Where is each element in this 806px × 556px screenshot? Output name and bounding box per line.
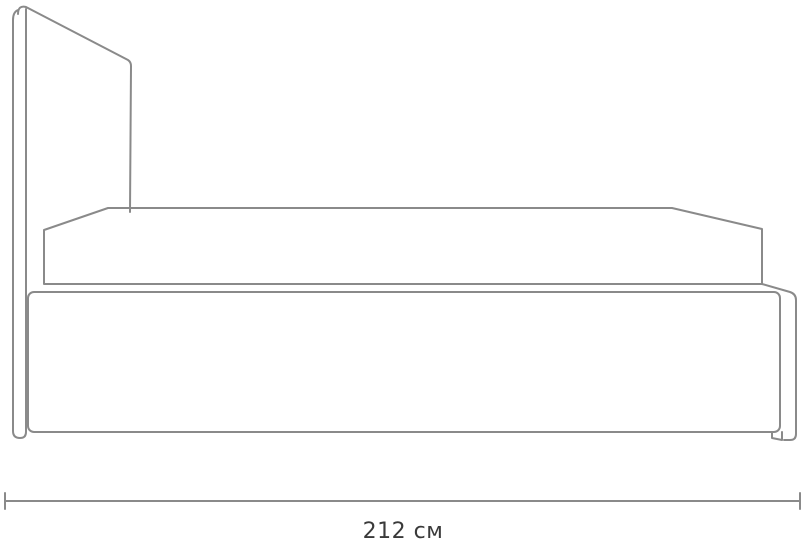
bed-leg	[771, 431, 783, 441]
width-dimension-label: 212 см	[362, 519, 444, 544]
mattress-outline	[43, 207, 763, 285]
bed-base-outline	[27, 291, 781, 433]
headboard-outline	[12, 5, 132, 439]
bed-end-panel	[761, 283, 797, 441]
